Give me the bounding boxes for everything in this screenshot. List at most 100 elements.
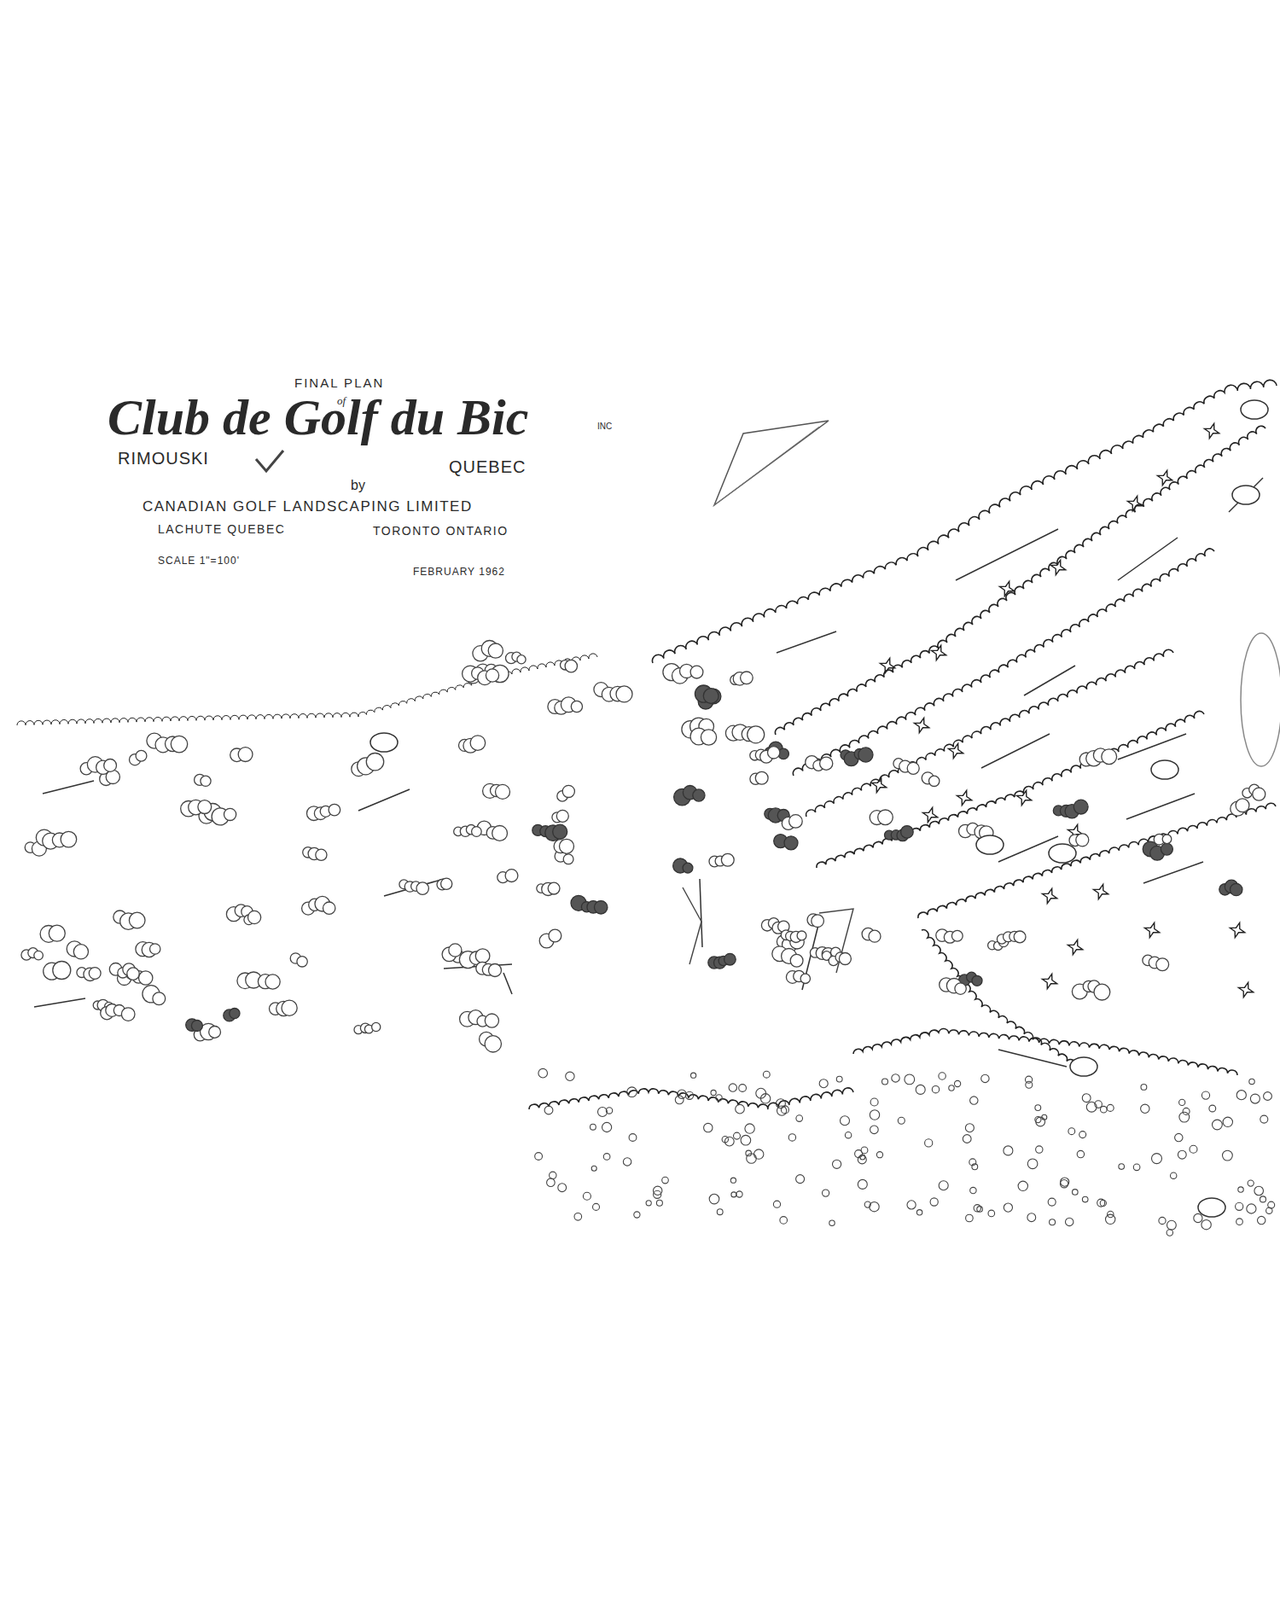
tree-symbol (755, 771, 768, 785)
tree-cluster (186, 1018, 204, 1032)
woods-tree (740, 1134, 751, 1146)
tree-cluster (40, 925, 65, 943)
woods-tree (549, 1171, 557, 1179)
tree-cluster (750, 746, 780, 764)
tree-symbol (34, 950, 44, 960)
tree-cluster (129, 750, 147, 765)
tree-symbol (700, 729, 716, 745)
tree-symbol (954, 983, 966, 995)
tree-cluster (725, 724, 764, 744)
woods-tree (796, 1175, 805, 1184)
woods-tree (1099, 1199, 1106, 1206)
tree-cluster (497, 869, 518, 884)
tree-cluster (135, 942, 161, 958)
green (1240, 400, 1269, 419)
tree-cluster (674, 785, 705, 806)
woods-tree (780, 1105, 789, 1114)
evergreen-symbol (1041, 973, 1057, 989)
evergreen-symbol (1238, 982, 1253, 997)
tree-cluster (1219, 879, 1243, 896)
tree-symbol (1076, 833, 1089, 847)
evergreen-symbol (879, 657, 895, 673)
tree-symbol (48, 925, 65, 942)
woods-tree (1177, 1150, 1187, 1159)
woods-tree (857, 1155, 867, 1164)
tree-cluster (100, 1004, 135, 1022)
evergreen-symbol (1204, 423, 1219, 438)
woods-tree (1027, 1213, 1036, 1222)
woods-tree (754, 1149, 764, 1159)
woods-tree (870, 1125, 879, 1135)
woods-tree (674, 1095, 684, 1105)
tree-cluster (996, 930, 1026, 944)
tree-cluster (506, 651, 527, 664)
tree-cluster (244, 910, 262, 925)
woods-tree (735, 1104, 745, 1114)
evergreen-symbol (922, 807, 937, 822)
tree-symbol (838, 953, 851, 966)
title-block-text: LACHUTE QUEBEC (157, 522, 286, 536)
woods-tree (1201, 1091, 1210, 1100)
woods-tree (598, 1107, 608, 1118)
tree-symbol (721, 853, 734, 867)
woods-tree (704, 1122, 713, 1132)
woods-tree (904, 1074, 915, 1085)
hazard-mark (776, 631, 837, 653)
tree-cluster (459, 1010, 500, 1029)
tree-cluster (113, 910, 146, 930)
woods-tree (1236, 1218, 1244, 1226)
green (1232, 485, 1260, 505)
tree-cluster (821, 951, 851, 966)
woods-tree (1189, 1145, 1198, 1153)
woods-tree (1100, 1105, 1108, 1113)
woods-tree (593, 1203, 600, 1211)
woods-tree (546, 1178, 556, 1187)
title-block-text: by (350, 477, 366, 494)
tree-cluster (35, 829, 76, 850)
tree-symbol (60, 831, 77, 848)
evergreen-symbol (930, 645, 946, 660)
woods-tree (965, 1123, 974, 1133)
woods-tree (822, 1189, 830, 1197)
woods-tree (1072, 1189, 1079, 1196)
tree-symbol (547, 882, 560, 895)
tree-cluster (459, 735, 486, 753)
tree-symbol (135, 750, 147, 762)
tree-cluster (552, 809, 569, 823)
woods-tree (1140, 1104, 1150, 1113)
woods-tree (738, 1084, 747, 1093)
woods-tree (1086, 1101, 1097, 1112)
tree-symbol (692, 789, 705, 802)
woods-tree (728, 1083, 737, 1092)
tree-symbol (296, 956, 308, 967)
tree-cluster (142, 985, 166, 1006)
woods-tree (656, 1199, 663, 1206)
woods-tree (1235, 1202, 1244, 1211)
tree-symbol (209, 1026, 222, 1039)
woods-tree (948, 1085, 955, 1091)
tree-cluster (180, 799, 212, 817)
tree-symbol (139, 971, 153, 985)
tree-cluster (76, 967, 101, 982)
woods-tree (1158, 1216, 1166, 1224)
tree-cluster (146, 733, 188, 753)
tree-line (853, 1029, 1238, 1076)
tree-line (921, 930, 1077, 1067)
hazard-mark (955, 529, 1059, 581)
tree-cluster (840, 747, 873, 767)
woods-tree (844, 1132, 851, 1139)
tree-symbol (703, 688, 719, 704)
tree-line (806, 649, 1174, 817)
tree-symbol (901, 826, 914, 839)
woods-tree (931, 1086, 939, 1094)
tree-symbol (740, 671, 754, 685)
hazard-mark (384, 878, 444, 896)
woods-tree (1049, 1219, 1056, 1226)
title-block-text: RIMOUSKI (117, 448, 210, 469)
woods-tree (762, 1070, 770, 1078)
title-block-text: FINAL PLAN (294, 375, 384, 390)
title-block-text: QUEBEC (448, 457, 526, 478)
evergreen-symbol (913, 717, 929, 733)
tree-cluster (482, 783, 511, 799)
road (819, 908, 854, 973)
